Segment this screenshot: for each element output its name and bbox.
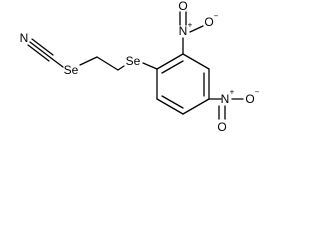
bond-ch2-ch2	[96, 56, 119, 71]
atom-nitro1-n: N	[179, 24, 188, 38]
ring-bond-4	[182, 98, 210, 115]
atom-nitro2-o-right: O	[245, 92, 254, 106]
nitrile-group	[27, 38, 64, 68]
ring-double-3	[161, 95, 184, 109]
ring-bond-1	[156, 53, 184, 70]
atom-nitrile-n: N	[20, 31, 29, 45]
atom-se-chain: Se	[64, 63, 79, 77]
ring-bond-2	[182, 53, 210, 70]
atom-nitro2-n: N	[221, 92, 230, 106]
bond-se-ch2	[79, 56, 98, 66]
bond-se-ring	[142, 62, 158, 70]
triple-bond-line-2	[31, 38, 54, 56]
atom-nitro1-o-right: O	[204, 15, 213, 29]
bond-n1-o-right	[189, 25, 204, 33]
atom-nitro2-o-bottom: O	[217, 120, 226, 134]
ethylene-bridge	[79, 56, 125, 71]
chemical-structure: N Se Se N + O O − N + O − O	[20, 0, 260, 134]
charge-nitro2-o: −	[255, 88, 260, 97]
ring-bond-5	[156, 98, 184, 115]
bond-c-se	[50, 57, 64, 68]
triple-bond-line-3	[27, 44, 50, 62]
nitro-group-para	[208, 98, 244, 120]
charge-nitro1-o: −	[214, 12, 219, 21]
benzene-ring	[142, 53, 210, 115]
ring-double-1	[161, 60, 184, 74]
charge-nitro2-n: +	[230, 88, 235, 97]
triple-bond-line-1	[29, 41, 52, 59]
atom-nitro1-o-top: O	[178, 0, 187, 13]
nitro-group-ortho	[179, 11, 204, 55]
atom-se-ring: Se	[126, 54, 141, 68]
bond-ch2-se	[117, 65, 125, 71]
charge-nitro1-n: +	[188, 21, 193, 30]
